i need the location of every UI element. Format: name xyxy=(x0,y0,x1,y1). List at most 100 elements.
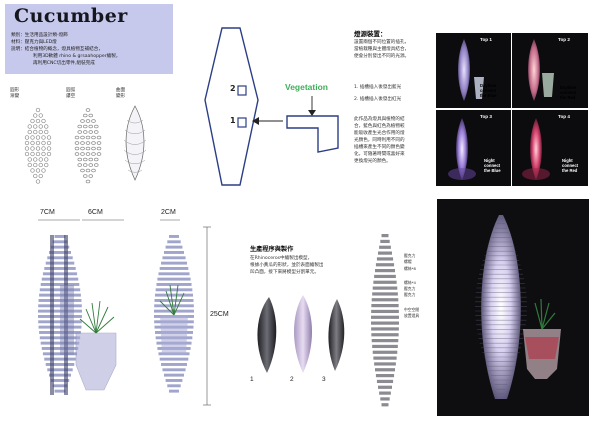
photo-label-top4: Top 4 xyxy=(558,114,570,119)
dot xyxy=(96,152,102,156)
page-title: Cucumber xyxy=(14,5,128,27)
photo-caption-night-red: Night connect the Red xyxy=(562,158,578,173)
dot xyxy=(35,168,41,173)
slice xyxy=(374,368,396,372)
caption-line: Night xyxy=(484,158,495,163)
dot xyxy=(24,135,30,140)
slice xyxy=(162,256,186,260)
slice xyxy=(39,331,81,334)
slice xyxy=(38,304,82,308)
slice xyxy=(40,341,80,345)
dot xyxy=(85,108,91,112)
production-l3: 凹凸面，接下來將模型分割單元。 xyxy=(250,270,319,275)
slice xyxy=(54,389,66,393)
slice xyxy=(48,251,72,254)
dot xyxy=(44,124,49,129)
caption-line: Night xyxy=(562,158,573,163)
dot xyxy=(30,168,35,173)
slice xyxy=(375,374,395,378)
dot xyxy=(91,135,96,140)
slice xyxy=(40,283,80,286)
annotation: 螺絲*4 xyxy=(404,279,416,285)
slice xyxy=(373,356,397,360)
slice xyxy=(371,315,399,319)
slice xyxy=(167,384,181,388)
photo-label-top2: Top 2 xyxy=(558,37,570,42)
dot xyxy=(80,168,85,173)
dot xyxy=(82,157,88,162)
slice xyxy=(163,251,185,254)
annotation: 壓克力 xyxy=(404,286,416,292)
lamp-slices-left xyxy=(38,235,82,393)
caption-line: the Red xyxy=(560,95,576,100)
dot xyxy=(38,113,43,118)
photo-label-top1: Top 1 xyxy=(480,37,492,42)
dot xyxy=(96,141,102,145)
dim-7cm: 7CM xyxy=(40,209,55,216)
dimension-renders xyxy=(38,219,211,406)
arrow-down-icon xyxy=(308,110,316,116)
dot xyxy=(91,168,96,173)
slice xyxy=(154,299,194,302)
desc-line-4: 利用3D軟體 rhino & grsaahopper繪製， xyxy=(33,54,121,59)
slice xyxy=(47,256,73,260)
dot xyxy=(74,146,80,151)
dot xyxy=(77,157,82,162)
dot xyxy=(91,119,96,123)
dot xyxy=(82,124,88,129)
slice xyxy=(165,379,183,382)
dot xyxy=(41,118,46,124)
slice xyxy=(169,389,179,393)
dot xyxy=(38,157,43,162)
caption-line: the Red xyxy=(562,168,578,173)
light-p2-l2: 合，藍色與紅色為植物較 xyxy=(354,124,405,129)
dim-6cm: 6CM xyxy=(88,209,103,216)
production-steps xyxy=(257,295,345,373)
dot xyxy=(93,124,99,129)
dot xyxy=(38,129,43,135)
dot xyxy=(35,140,41,146)
slice xyxy=(371,333,399,337)
dot xyxy=(24,140,30,146)
socket-2-label: 2 xyxy=(230,84,236,93)
plant-leaves-right xyxy=(159,284,185,316)
slice xyxy=(371,327,399,331)
slice xyxy=(379,245,391,249)
dot xyxy=(80,135,85,140)
step-2-model xyxy=(294,295,312,373)
dot xyxy=(46,146,52,151)
dim-2cm: 2CM xyxy=(161,209,176,216)
dot xyxy=(46,151,52,157)
slice xyxy=(377,385,393,389)
final-product-photo xyxy=(437,199,589,416)
dot xyxy=(33,157,38,162)
dot xyxy=(88,174,93,178)
light-heading: 燈源裝置： xyxy=(354,30,387,38)
slice xyxy=(379,391,391,395)
arrow-left-icon xyxy=(252,117,259,125)
slice xyxy=(158,272,190,276)
production-l2: 根據小黃瓜的形狀，並於表面繪製出 xyxy=(250,263,324,268)
slice xyxy=(169,235,179,238)
desc-line-1: 類別：生活用品設計類-燈飾 xyxy=(11,33,68,38)
slice xyxy=(159,267,189,270)
slice xyxy=(39,293,81,297)
slice xyxy=(47,368,73,372)
dot xyxy=(27,157,32,162)
light-p1-l2: 當植栽種與主體燈具結合， xyxy=(354,47,410,52)
slice xyxy=(42,272,78,276)
dot xyxy=(80,141,85,145)
photo-caption-day-blue: Daytime connect the Blue xyxy=(480,83,497,98)
slice xyxy=(38,299,82,302)
slice xyxy=(54,235,66,238)
annotation: 放置燈具 xyxy=(404,313,420,319)
shape-label-mid-b: 鏤空 xyxy=(66,94,76,99)
dot xyxy=(91,152,96,156)
dot xyxy=(30,151,35,157)
exploded-annotations: 壓克力 螺帽 螺絲*8 螺絲*4 壓克力 壓克力 中空空間 放置燈具 xyxy=(404,253,419,319)
caption-line: connect xyxy=(562,163,579,168)
slice xyxy=(161,363,187,366)
dot xyxy=(80,119,85,123)
light-item-2: 2. 插槽插入後發出紅光 xyxy=(354,97,402,102)
light-p1-l1: 設置兩個不同位置的插孔， xyxy=(354,40,410,45)
